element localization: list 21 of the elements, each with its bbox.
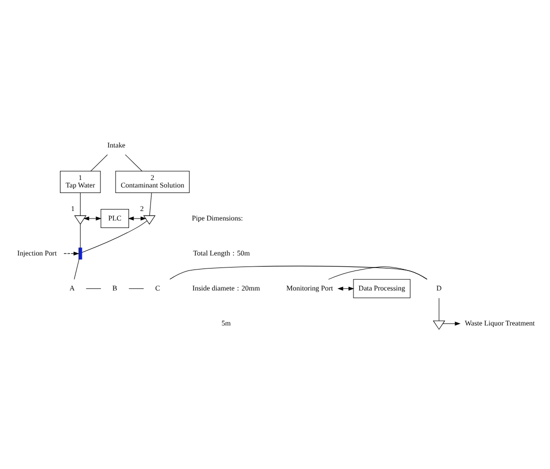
arrow [338, 286, 354, 291]
node-bar [78, 248, 82, 260]
connector [90, 154, 108, 172]
connector [74, 259, 80, 280]
connector [170, 266, 428, 280]
connector [125, 154, 142, 172]
connector [438, 298, 440, 322]
connector [128, 288, 144, 289]
arrow [64, 252, 80, 256]
connector [82, 220, 148, 253]
connector [149, 192, 152, 216]
node-valve [432, 320, 446, 330]
arrow [442, 322, 461, 326]
node-valve [143, 215, 156, 225]
arrow [128, 216, 146, 220]
connector [80, 224, 81, 248]
arrow [83, 216, 102, 220]
node-valve [74, 215, 86, 225]
connector [328, 266, 428, 280]
connector [86, 288, 102, 289]
connector [80, 192, 81, 216]
